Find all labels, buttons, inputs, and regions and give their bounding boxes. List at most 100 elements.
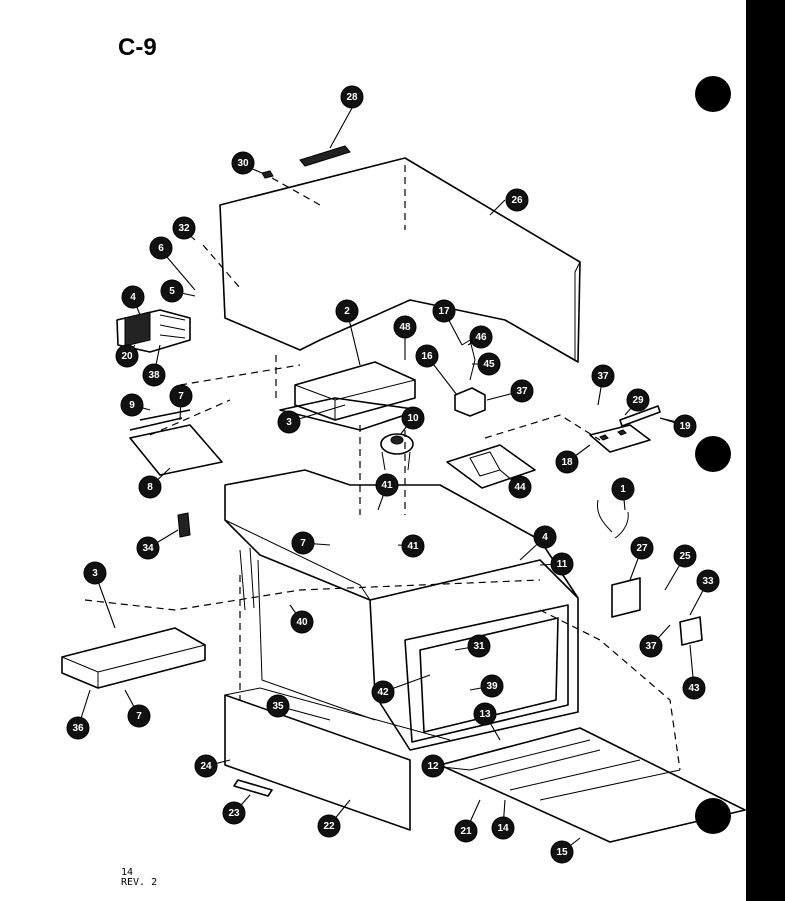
callout-43: 43 [682,676,706,700]
callout-number: 24 [200,761,212,772]
assembly-line [275,355,406,515]
callout-number: 40 [296,617,308,628]
callout-number: 23 [228,808,240,819]
callout-35: 35 [266,694,290,718]
callout-16: 16 [415,344,439,368]
callout-number: 43 [688,683,700,694]
callout-number: 21 [460,826,472,837]
callout-8: 8 [138,475,162,499]
callout-22: 22 [317,814,341,838]
callout-number: 37 [516,386,528,397]
callout-3: 3 [277,410,301,434]
callout-7: 7 [291,531,315,555]
assembly-line [202,244,241,289]
punch-hole-bottom [695,798,731,834]
callout-31: 31 [467,634,491,658]
assembly-line [484,414,601,441]
callout-number: 22 [323,821,335,832]
callout-number: 25 [679,551,691,562]
callout-45: 45 [477,352,501,376]
resistor-part [619,405,661,427]
callout-number: 7 [300,538,306,549]
callout-number: 45 [483,359,495,370]
callout-number: 11 [557,559,568,570]
callout-7: 7 [127,704,151,728]
callout-7: 7 [169,384,193,408]
revision-label: REV. 2 [121,877,158,888]
callout-5: 5 [160,279,184,303]
callout-number: 29 [632,395,644,406]
callout-42: 42 [371,680,395,704]
callout-33: 33 [696,569,720,593]
callout-40: 40 [290,610,314,634]
callout-44: 44 [508,475,532,499]
callout-number: 7 [178,391,184,402]
callout-number: 20 [121,351,133,362]
cabinet-cover [219,157,581,363]
callout-number: 36 [72,723,84,734]
callout-15: 15 [550,840,574,864]
callout-9: 9 [120,393,144,417]
callout-37: 37 [510,379,534,403]
punch-hole-top [695,76,731,112]
callout-number: 35 [272,701,284,712]
page-number: 14 [121,867,134,878]
callout-number: 37 [597,371,609,382]
callout-26: 26 [505,188,529,212]
callout-number: 7 [136,711,142,722]
callout-27: 27 [630,536,654,560]
callout-41: 41 [401,534,425,558]
callout-number: 30 [237,158,249,169]
callout-37: 37 [639,634,663,658]
callout-30: 30 [231,151,255,175]
callout-number: 42 [377,687,389,698]
callout-4: 4 [121,285,145,309]
callout-37: 37 [591,364,615,388]
callout-number: 41 [407,541,419,552]
callout-25: 25 [673,544,697,568]
mounting-bracket [611,577,641,618]
callout-number: 4 [130,292,136,303]
screw-part [261,170,274,179]
callout-18: 18 [555,450,579,474]
callout-41: 41 [375,473,399,497]
callout-number: 6 [158,243,164,254]
callout-number: 3 [92,568,98,579]
callout-number: 33 [702,576,714,587]
callout-number: 17 [438,306,450,317]
fan-motor [380,433,414,471]
door-tray [439,727,746,843]
callout-14: 14 [491,816,515,840]
relay [454,339,486,417]
fastener-strip [299,145,351,167]
callout-32: 32 [172,216,196,240]
callout-46: 46 [469,325,493,349]
callout-number: 27 [636,543,648,554]
callout-2: 2 [335,299,359,323]
callout-number: 48 [399,322,411,333]
callout-3: 3 [83,561,107,585]
callout-number: 28 [346,92,358,103]
cabinet-base [224,687,451,831]
assembly-line [239,575,681,771]
callout-number: 46 [475,332,487,343]
small-component [177,512,191,538]
callout-19: 19 [673,414,697,438]
callout-11: 11 [550,552,574,576]
callout-number: 32 [178,223,190,234]
callout-36: 36 [66,716,90,740]
binding-edge-bar [746,0,785,901]
callout-23: 23 [222,801,246,825]
callout-number: 19 [679,421,691,432]
callout-number: 2 [344,306,350,317]
callout-number: 8 [147,482,153,493]
callout-number: 44 [514,482,526,493]
callout-number: 1 [620,484,626,495]
circuit-board [589,424,651,453]
assembly-line [179,364,301,386]
assembly-line [149,399,231,436]
callout-number: 9 [129,400,135,411]
